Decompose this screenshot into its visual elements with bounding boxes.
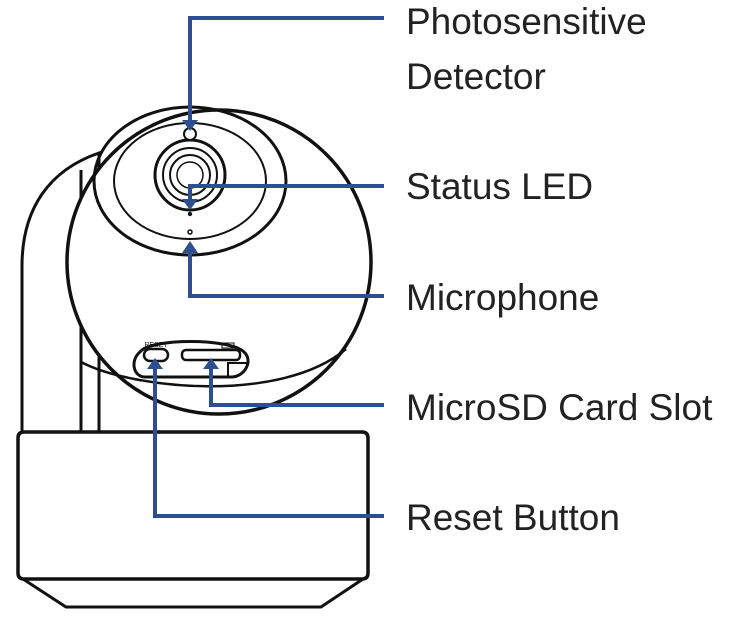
reset-button-label: Reset Button [406, 497, 620, 538]
microphone-label: Microphone [406, 277, 600, 318]
arrowhead-status-led [182, 199, 198, 210]
arrowhead-microsd-card-slot [203, 358, 219, 369]
camera-base [16, 430, 370, 581]
status-led-label: Status LED [406, 166, 594, 207]
callout-lines [153, 16, 384, 518]
microsd-slot-notch [221, 342, 235, 349]
camera-base-bevel [22, 577, 364, 609]
camera-rear-mount [20, 150, 101, 434]
microsd-card-slot-label: MicroSD Card Slot [406, 387, 713, 428]
callout-line-photosensitive-detector [188, 16, 384, 122]
callout-line-microphone [188, 253, 384, 298]
photosensitive-detector-label-line-1: Photosensitive [406, 1, 647, 42]
arrowhead-microphone [182, 241, 198, 253]
arrowhead-photosensitive-detector [182, 120, 198, 131]
callout-line-reset-button [153, 369, 384, 518]
callout-line-microsd-card-slot [209, 369, 384, 407]
callout-arrowheads [147, 120, 219, 369]
arrowhead-reset-button [147, 358, 163, 369]
microphone-icon [187, 229, 193, 235]
reset-port-label: RESET [144, 342, 168, 349]
callout-line-status-led [188, 184, 384, 200]
status-led-icon [187, 211, 193, 217]
camera-lower-curve [80, 348, 347, 388]
camera-lower-curve-edge [227, 362, 247, 377]
photosensitive-detector-label-line-2: Detector [406, 56, 546, 97]
